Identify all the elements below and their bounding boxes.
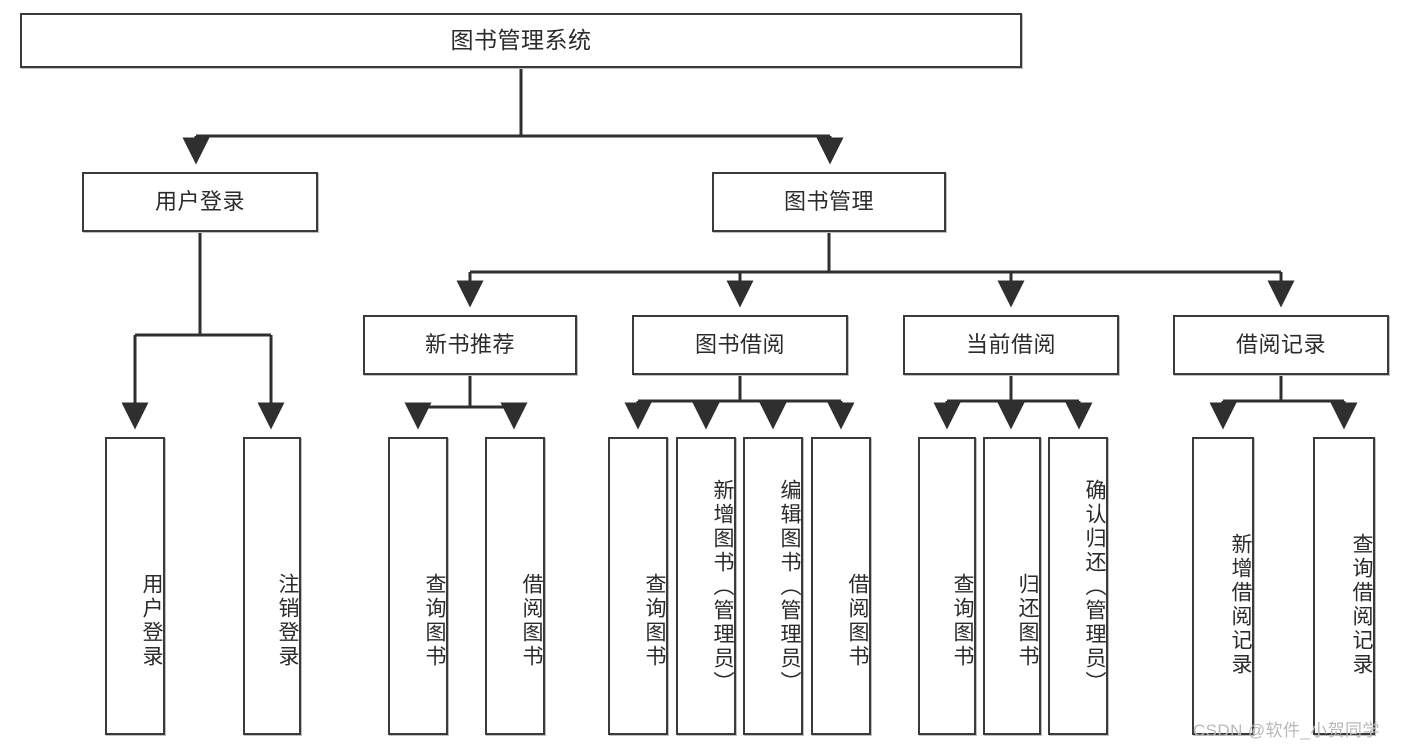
node-leaf-edit-book[interactable]: 编辑图书（管理员）: [743, 437, 803, 735]
node-leaf-query-book-2[interactable]: 查询图书: [608, 437, 668, 735]
node-leaf-user-logout[interactable]: 注销登录: [243, 437, 301, 735]
node-label: 图书管理: [783, 188, 874, 214]
node-leaf-borrow-book-1[interactable]: 借阅图书: [485, 437, 545, 735]
node-label: 借阅图书: [846, 573, 869, 669]
node-label: 查询图书: [951, 573, 974, 669]
node-leaf-add-book[interactable]: 新增图书（管理员）: [676, 437, 736, 735]
node-label: 新增借阅记录: [1229, 533, 1252, 677]
node-label: 查询图书: [643, 573, 666, 669]
node-label: 用户登录: [154, 188, 245, 214]
node-leaf-confirm-return[interactable]: 确认归还（管理员）: [1048, 437, 1108, 735]
node-current-borrow[interactable]: 当前借阅: [903, 315, 1119, 375]
node-book-borrow[interactable]: 图书借阅: [632, 315, 848, 375]
node-label: 借阅图书: [520, 573, 543, 669]
node-label: 图书管理系统: [450, 26, 592, 53]
node-leaf-query-book-3[interactable]: 查询图书: [918, 437, 976, 735]
node-label: 查询图书: [423, 573, 446, 669]
node-label: 归还图书: [1016, 573, 1039, 669]
node-label: 当前借阅: [965, 331, 1056, 357]
node-label: 查询借阅记录: [1350, 533, 1373, 677]
node-label: 新增图书（管理员）: [711, 479, 734, 695]
node-new-book-recommend[interactable]: 新书推荐: [363, 315, 577, 375]
node-borrow-record[interactable]: 借阅记录: [1173, 315, 1389, 375]
node-leaf-borrow-book-2[interactable]: 借阅图书: [811, 437, 871, 735]
node-label: 用户登录: [140, 573, 163, 669]
node-label: 新书推荐: [424, 331, 515, 357]
node-leaf-return-book[interactable]: 归还图书: [983, 437, 1041, 735]
node-label: 编辑图书（管理员）: [778, 479, 801, 695]
node-root-book-management-system[interactable]: 图书管理系统: [20, 13, 1022, 68]
csdn-watermark: CSDN @软件_小贺同学: [1193, 721, 1380, 740]
node-book-management[interactable]: 图书管理: [712, 172, 946, 232]
node-user-login[interactable]: 用户登录: [82, 172, 318, 232]
node-label: 注销登录: [276, 573, 299, 669]
node-leaf-query-book-1[interactable]: 查询图书: [388, 437, 448, 735]
node-leaf-query-record[interactable]: 查询借阅记录: [1313, 437, 1375, 735]
node-leaf-add-record[interactable]: 新增借阅记录: [1192, 437, 1254, 735]
node-label: 确认归还（管理员）: [1083, 479, 1106, 695]
node-label: 图书借阅: [694, 331, 785, 357]
node-leaf-user-login[interactable]: 用户登录: [105, 437, 165, 735]
node-label: 借阅记录: [1235, 331, 1326, 357]
